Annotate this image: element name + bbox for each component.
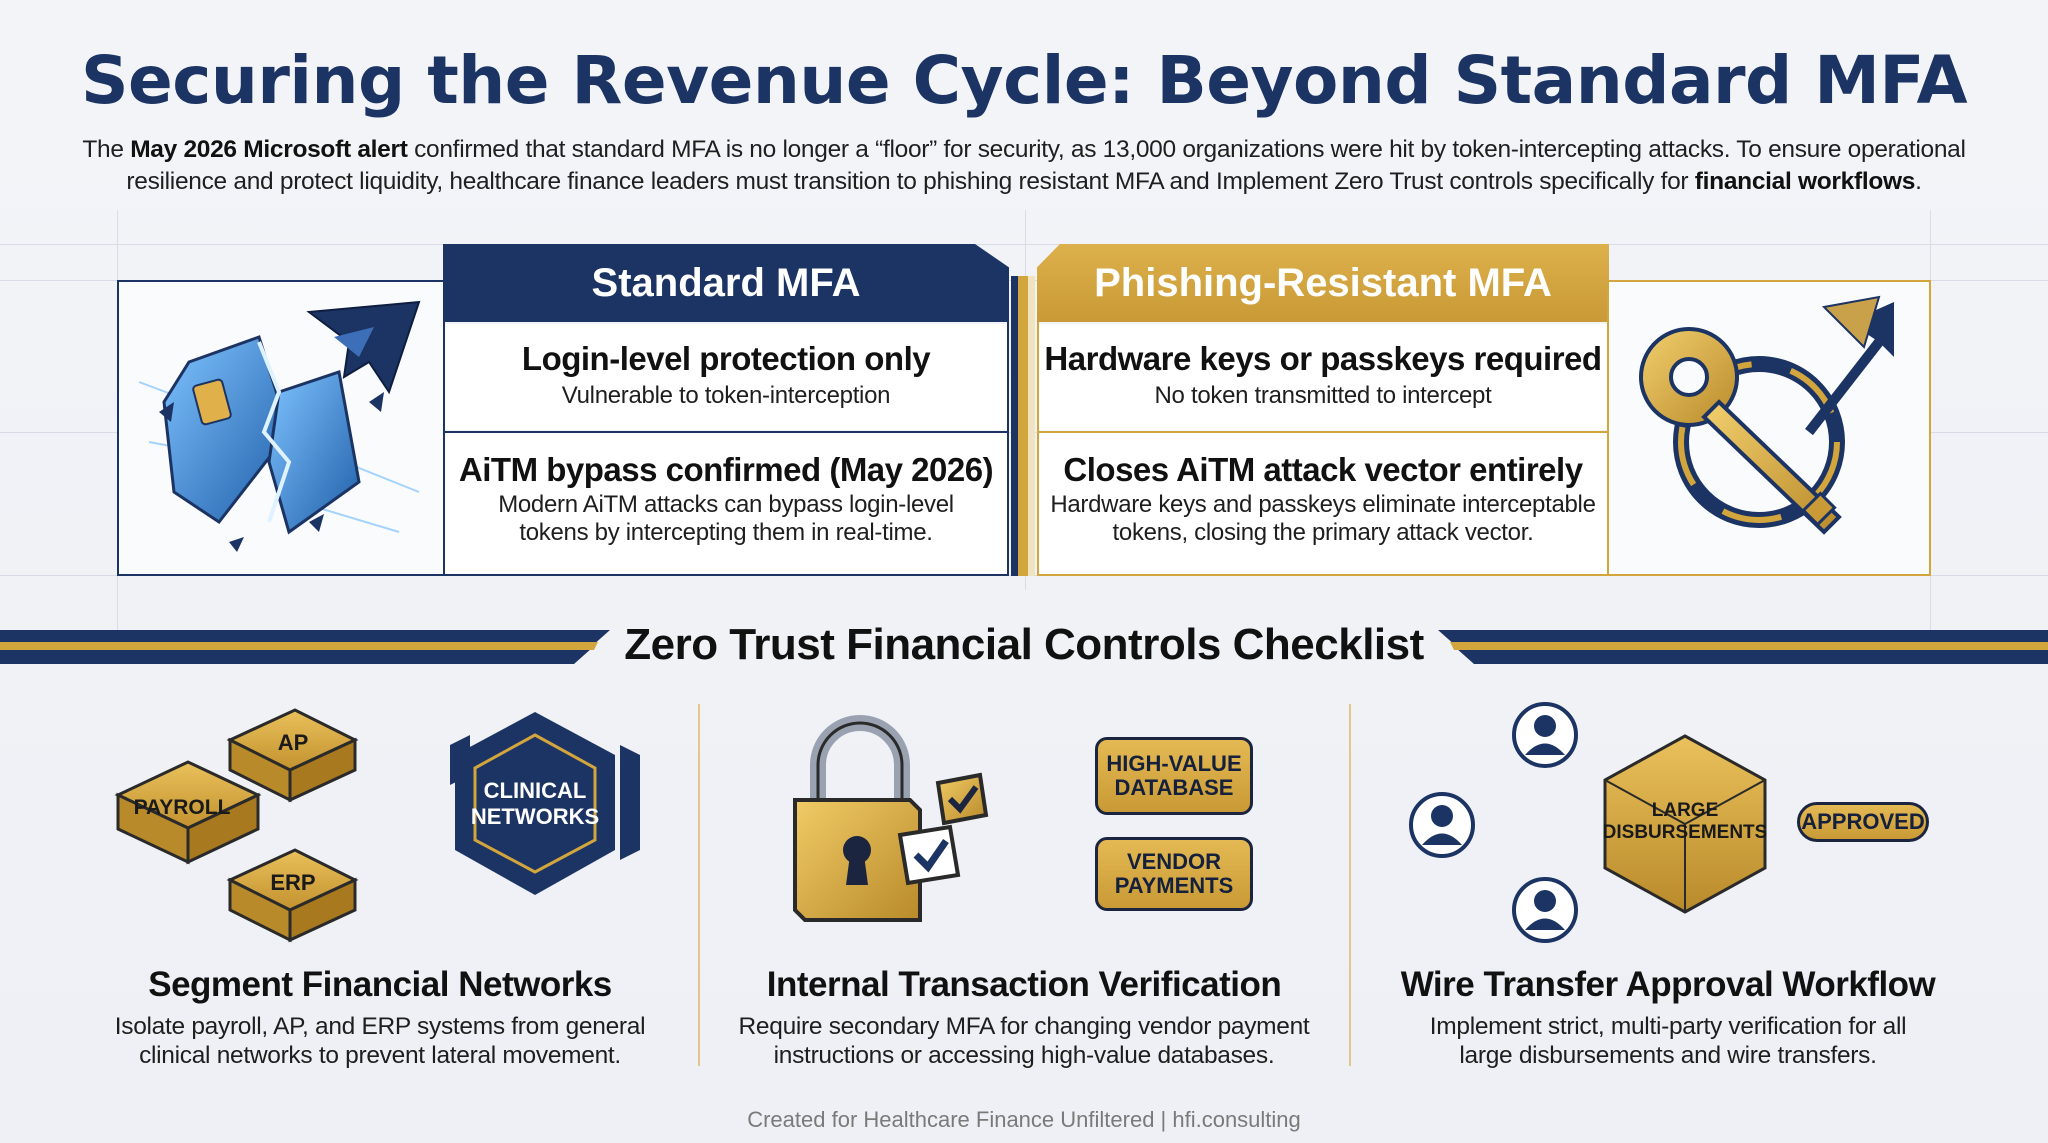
intro-bold-alert: May 2026 Microsoft alert (130, 136, 408, 163)
badge-label-line: DATABASE (1114, 775, 1234, 800)
grid-line (0, 244, 2048, 245)
disbursement-label-line: LARGE (1652, 800, 1719, 821)
standard-row-1: Login-level protection only Vulnerable t… (445, 324, 1007, 430)
transaction-verification-title: Internal Transaction Verification (766, 965, 1282, 1004)
standard-mfa-table (443, 322, 1009, 576)
phishing-row-2-detail-line: tokens, closing the primary attack vecto… (1112, 519, 1534, 546)
payroll-label: PAYROLL (134, 796, 231, 819)
desc-line: large disbursements and wire transfers. (1459, 1042, 1877, 1069)
checklist-title: Zero Trust Financial Controls Checklist (624, 620, 1424, 669)
segment-networks-title: Segment Financial Networks (148, 965, 612, 1004)
hardware-key-icon (1639, 295, 1894, 535)
row-divider (1039, 431, 1607, 433)
desc-line: Require secondary MFA for changing vendo… (738, 1013, 1310, 1040)
desc-line: instructions or accessing high-value dat… (773, 1042, 1275, 1069)
intro-paragraph: The May 2026 Microsoft alert confirmed t… (60, 134, 1988, 198)
standard-row-1-heading: Login-level protection only (521, 340, 931, 377)
ap-box: AP (226, 708, 359, 803)
erp-label: ERP (270, 870, 315, 895)
wire-transfer-title: Wire Transfer Approval Workflow (1400, 965, 1936, 1004)
phishing-row-1-heading: Hardware keys or passkeys required (1044, 340, 1602, 377)
checklist-banner-stripes (0, 630, 2048, 664)
approved-label: APPROVED (1801, 809, 1925, 834)
transaction-verification-desc: Require secondary MFA for changing vendo… (724, 1012, 1324, 1070)
phishing-row-1: Hardware keys or passkeys required No to… (1039, 324, 1607, 430)
intro-text: The (82, 136, 131, 163)
ap-label: AP (278, 730, 309, 755)
column-divider (698, 704, 700, 1066)
badge-label-line: PAYMENTS (1114, 873, 1234, 898)
phishing-resistant-header: Phishing-Resistant MFA (1037, 244, 1609, 322)
large-disbursements-hexagon: LARGE DISBURSEMENTS (1603, 734, 1768, 914)
phishing-row-2-heading: Closes AiTM attack vector entirely (1063, 451, 1583, 488)
broken-card-icon (138, 300, 421, 552)
standard-row-2-detail-line: Modern AiTM attacks can bypass login-lev… (498, 491, 954, 518)
page-title: Securing the Revenue Cycle: Beyond Stand… (80, 42, 1968, 119)
standard-row-2: AiTM bypass confirmed (May 2026) Modern … (445, 433, 1007, 574)
intro-bold-workflows: financial workflows (1694, 168, 1916, 195)
clinical-label-line: CLINICAL (484, 778, 587, 803)
intro-text: . (1915, 168, 1922, 195)
network-segmentation-illustration: AP PAYROLL ERP CLINICAL NETWORKS (114, 708, 640, 943)
desc-line: Implement strict, multi-party verificati… (1429, 1013, 1907, 1040)
phishing-row-1-detail: No token transmitted to intercept (1154, 382, 1492, 409)
padlock-verification-illustration (793, 715, 989, 922)
clinical-label-line: NETWORKS (471, 804, 599, 829)
clinical-networks-hexagon: CLINICAL NETWORKS (450, 712, 640, 895)
standard-row-2-heading: AiTM bypass confirmed (May 2026) (458, 451, 994, 488)
column-divider (1349, 704, 1351, 1066)
erp-box: ERP (226, 848, 359, 943)
approver-avatar (1512, 877, 1578, 943)
phishing-resistant-illustration-panel (1607, 280, 1931, 576)
standard-row-1-detail: Vulnerable to token-interception (561, 382, 891, 409)
desc-line: Isolate payroll, AP, and ERP systems fro… (114, 1013, 646, 1040)
approver-avatar (1512, 702, 1578, 768)
standard-mfa-header: Standard MFA (443, 244, 1009, 322)
phishing-resistant-header-label: Phishing-Resistant MFA (1094, 260, 1552, 305)
standard-mfa-header-label: Standard MFA (591, 260, 861, 305)
standard-mfa-illustration-panel (117, 280, 445, 576)
footer-credit: Created for Healthcare Finance Unfiltere… (747, 1107, 1301, 1132)
intro-text: confirmed that standard MFA is no longer… (126, 136, 1966, 195)
badge-label-line: HIGH-VALUE (1106, 751, 1242, 776)
wire-approval-illustration: LARGE DISBURSEMENTS (1409, 702, 1768, 943)
approver-avatar (1409, 792, 1475, 858)
phishing-row-2-detail-line: Hardware keys and passkeys eliminate int… (1050, 491, 1596, 518)
badge-label-line: VENDOR (1126, 849, 1222, 874)
wire-transfer-desc: Implement strict, multi-party verificati… (1368, 1012, 1968, 1070)
disbursement-label-line: DISBURSEMENTS (1603, 822, 1768, 843)
row-divider (445, 431, 1007, 433)
standard-row-2-detail-line: tokens by intercepting them in real-time… (519, 519, 933, 546)
center-divider (1011, 276, 1035, 576)
desc-line: clinical networks to prevent lateral mov… (139, 1042, 621, 1069)
approved-badge: APPROVED (1797, 802, 1929, 842)
payroll-box: PAYROLL (114, 760, 262, 865)
segment-networks-desc: Isolate payroll, AP, and ERP systems fro… (80, 1012, 680, 1070)
phishing-row-2: Closes AiTM attack vector entirely Hardw… (1039, 433, 1607, 574)
